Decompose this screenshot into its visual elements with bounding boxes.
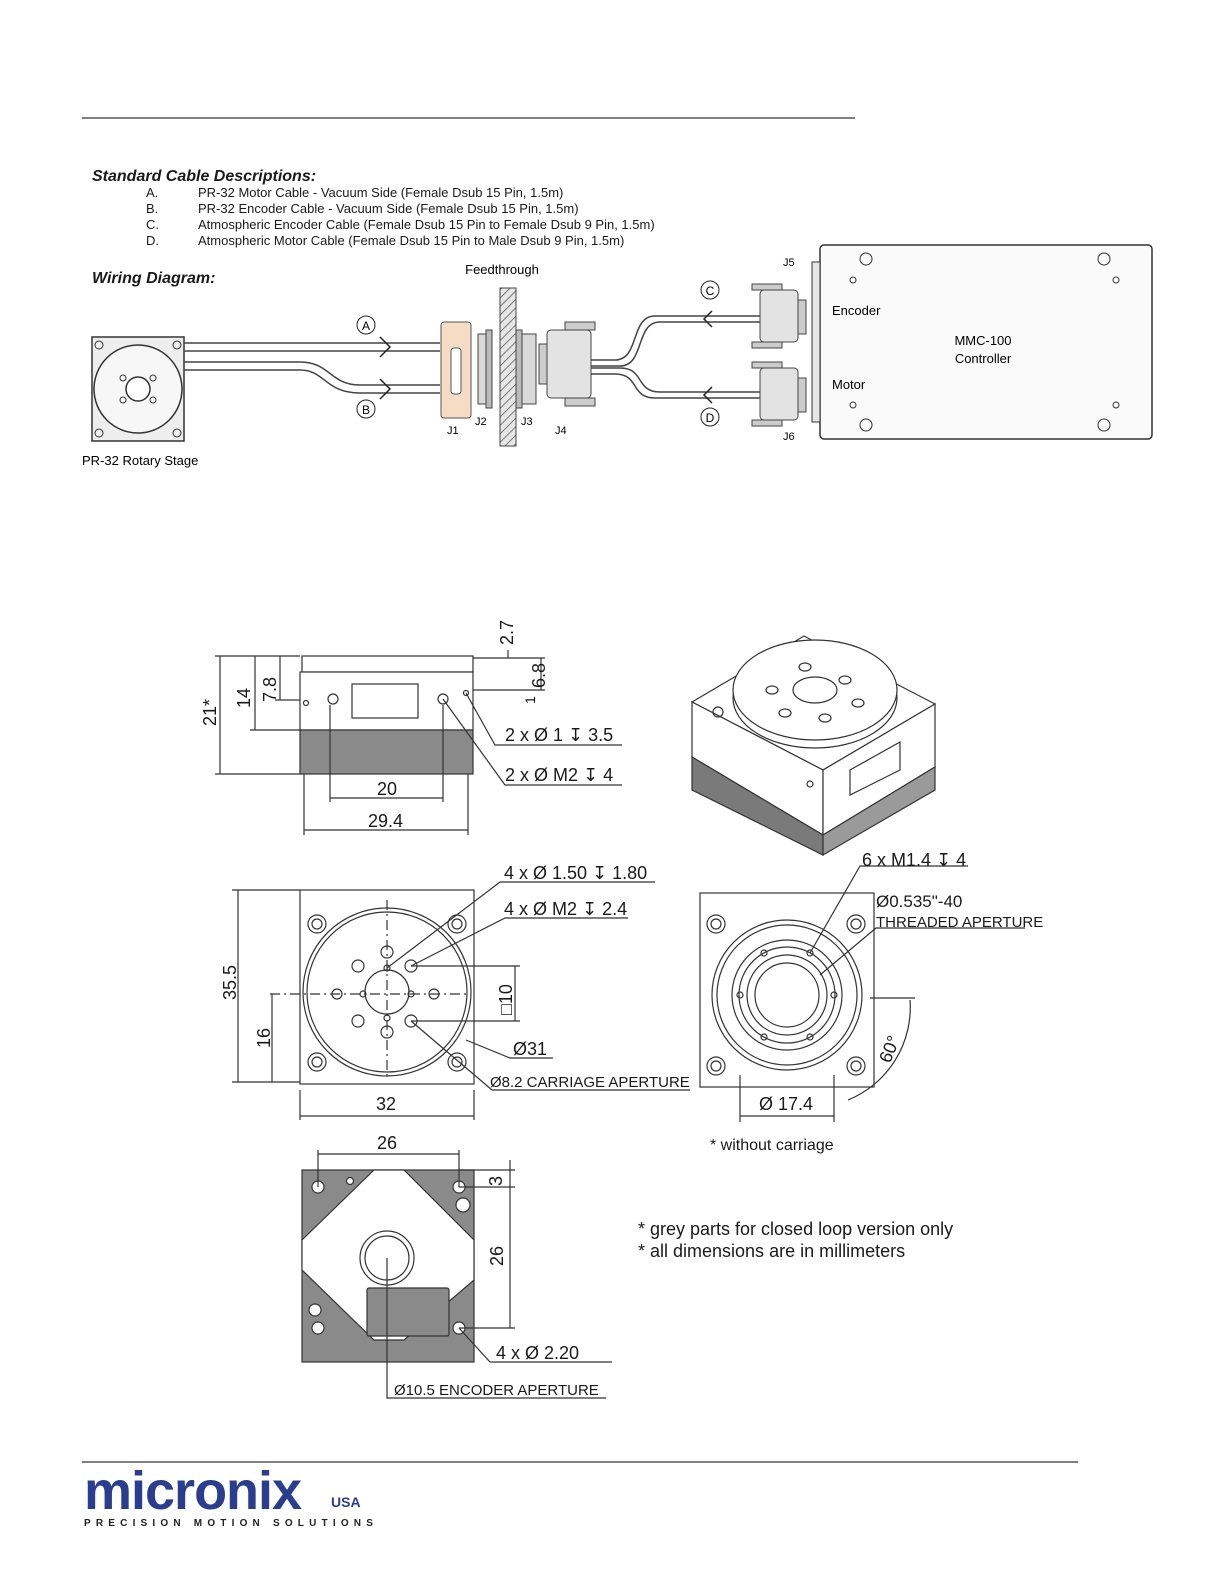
side-view-grey-base xyxy=(299,729,474,775)
rotary-stage-illustration xyxy=(91,336,185,442)
j3-connector xyxy=(515,329,537,409)
dim-16: 16 xyxy=(254,1028,274,1048)
mmc-100-controller xyxy=(811,244,1153,440)
j2-connector xyxy=(477,329,493,409)
dim-7-8: 7.8 xyxy=(260,677,280,702)
j5-connector xyxy=(751,283,807,349)
logo-tagline: PRECISION MOTION SOLUTIONS xyxy=(84,1518,379,1529)
controller-label-model: MMC-100 xyxy=(954,333,1011,348)
atmospheric-cables xyxy=(591,315,760,399)
dim-32: 32 xyxy=(376,1094,396,1114)
threaded-aperture-label: THREADED APERTURE xyxy=(876,914,1043,931)
dim-29-4: 29.4 xyxy=(368,811,403,831)
hole-spec-a: 2 x Ø 1 ↧ 3.5 xyxy=(505,725,613,745)
dim-6-8: 6.8 xyxy=(529,663,549,688)
cable-description-list: A.PR-32 Motor Cable - Vacuum Side (Femal… xyxy=(146,185,655,249)
dim-35-5: 35.5 xyxy=(220,965,240,1000)
cable-b-break xyxy=(379,378,392,400)
encoder-label: Encoder xyxy=(832,303,881,318)
logo-wordmark: micronix xyxy=(84,1461,302,1521)
cable-b-marker xyxy=(356,399,376,419)
side-view-top-plate xyxy=(301,655,474,673)
j6-label: J6 xyxy=(783,431,795,443)
motor-label: Motor xyxy=(832,377,866,392)
cable-c-break xyxy=(702,310,713,328)
cable-a-letter: A xyxy=(362,319,370,333)
isometric-view xyxy=(690,635,937,857)
carriage-aperture-label: Ø8.2 CARRIAGE APERTURE xyxy=(490,1074,690,1091)
hole-spec-e: 6 x M1.4 ↧ 4 xyxy=(862,850,966,870)
wiring-diagram: A B C D xyxy=(82,244,1153,468)
cable-a-break xyxy=(379,336,392,358)
dim-14: 14 xyxy=(234,688,254,708)
vacuum-cables xyxy=(184,342,440,394)
controller-label-name: Controller xyxy=(955,351,1012,366)
dim-dia-31: Ø31 xyxy=(513,1039,547,1059)
dim-21: 21* xyxy=(200,699,220,726)
thread-spec: Ø0.535"-40 xyxy=(876,892,962,911)
side-view-window xyxy=(351,683,419,719)
dim-dia-17-4: Ø 17.4 xyxy=(759,1094,813,1114)
j6-connector xyxy=(751,361,807,427)
dim-2-7: 2.7 xyxy=(497,620,517,645)
top-rule xyxy=(82,117,855,119)
top-view xyxy=(232,881,690,1120)
j1-label: J1 xyxy=(447,425,459,437)
bottom-view xyxy=(301,1150,612,1399)
cable-item-a: A.PR-32 Motor Cable - Vacuum Side (Femal… xyxy=(146,185,564,200)
dim-square-10: □10 xyxy=(496,984,516,1015)
feedthrough-flange xyxy=(499,287,517,447)
j5-label: J5 xyxy=(783,257,795,269)
j4-connector xyxy=(538,321,596,407)
dim-26-top: 26 xyxy=(377,1133,397,1153)
encoder-aperture-label: Ø10.5 ENCODER APERTURE xyxy=(394,1382,599,1399)
cable-d-marker xyxy=(700,407,720,427)
j2-label: J2 xyxy=(475,416,487,428)
grey-parts-note: * grey parts for closed loop version onl… xyxy=(638,1219,953,1239)
millimeters-note: * all dimensions are in millimeters xyxy=(638,1241,905,1261)
j3-label: J3 xyxy=(521,416,533,428)
cable-descriptions-heading: Standard Cable Descriptions: xyxy=(92,168,317,185)
stage-label: PR-32 Rotary Stage xyxy=(82,453,198,468)
hole-spec-d: 4 x Ø M2 ↧ 2.4 xyxy=(504,899,627,919)
cable-d-letter: D xyxy=(706,411,715,425)
cable-item-c: C.Atmospheric Encoder Cable (Female Dsub… xyxy=(146,217,655,232)
feedthrough-label: Feedthrough xyxy=(465,262,539,277)
cable-c-letter: C xyxy=(706,284,715,298)
j4-label: J4 xyxy=(555,425,567,437)
hole-spec-f: 4 x Ø 2.20 xyxy=(496,1343,579,1363)
cable-item-b: B.PR-32 Encoder Cable - Vacuum Side (Fem… xyxy=(146,201,579,216)
without-carriage-note: * without carriage xyxy=(710,1137,834,1154)
cable-a-marker xyxy=(356,315,376,335)
dim-60-degrees: 60° xyxy=(875,1033,904,1066)
side-view-body xyxy=(299,671,474,731)
cable-d-break xyxy=(702,386,713,404)
dim-20: 20 xyxy=(377,779,397,799)
dim-1: 1 xyxy=(522,696,538,704)
cable-c-marker xyxy=(700,280,720,300)
cable-item-d: D.Atmospheric Motor Cable (Female Dsub 1… xyxy=(146,233,625,248)
cable-b-letter: B xyxy=(362,403,370,417)
dim-3: 3 xyxy=(486,1176,506,1186)
hole-spec-b: 2 x Ø M2 ↧ 4 xyxy=(505,765,613,785)
dim-26-side: 26 xyxy=(487,1246,507,1266)
hole-spec-c: 4 x Ø 1.50 ↧ 1.80 xyxy=(504,863,647,883)
wiring-diagram-heading: Wiring Diagram: xyxy=(92,270,216,287)
micronix-logo: micronix USA PRECISION MOTION SOLUTIONS xyxy=(84,1464,374,1530)
footer-rule xyxy=(82,1461,1078,1463)
threaded-view xyxy=(699,865,1025,1122)
logo-usa: USA xyxy=(331,1494,361,1510)
